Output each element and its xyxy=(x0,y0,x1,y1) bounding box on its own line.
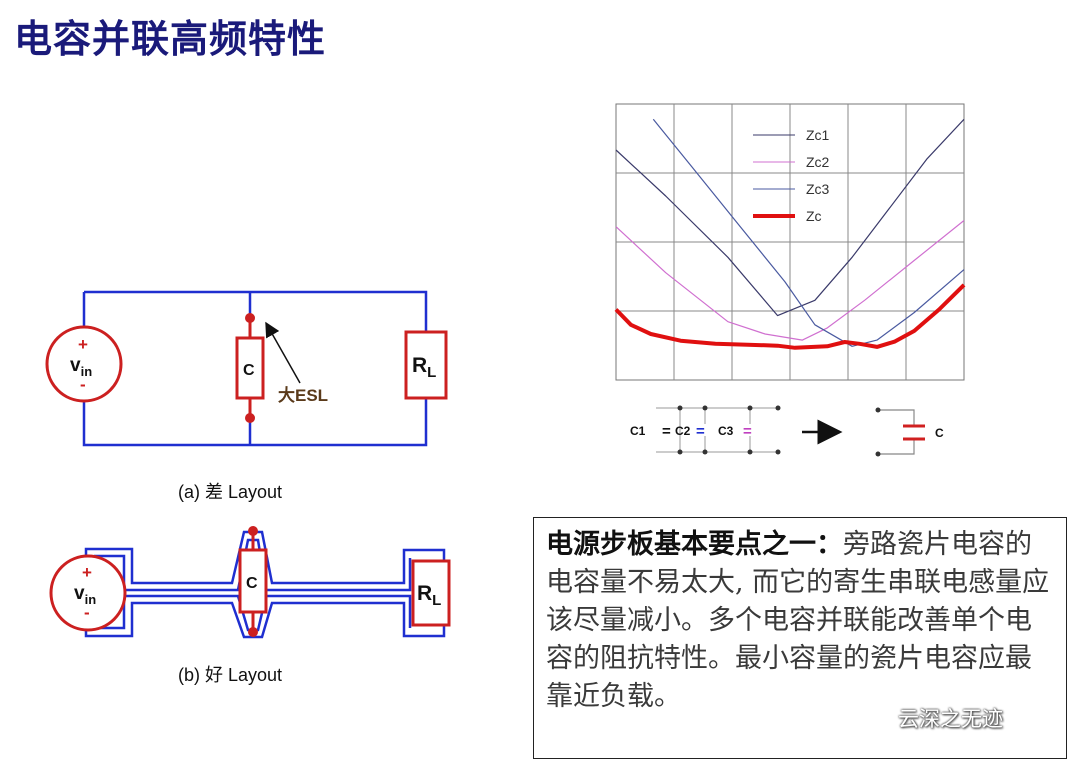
c1-symbol: = xyxy=(662,423,671,440)
equivalence-rails xyxy=(656,407,778,453)
result-label: C xyxy=(935,426,944,440)
circuit-a: + vin - C 大ESL RL xyxy=(45,290,448,447)
note-lead: 电源步板基本要点之一： xyxy=(546,529,843,560)
c2-symbol: = xyxy=(696,423,705,440)
legend-label-zc1: Zc1 xyxy=(806,127,830,143)
series-line-zc xyxy=(614,283,966,350)
esl-annotation: 大ESL xyxy=(278,385,328,405)
circuit-b: + vin - C RL xyxy=(49,526,451,639)
source-b-plus: + xyxy=(82,563,92,582)
result-rails xyxy=(878,409,915,455)
page-title: 电容并联高频特性 xyxy=(14,17,327,61)
source-b-label: vin xyxy=(74,583,96,607)
load-a-label: RL xyxy=(412,354,436,381)
voltage-source-a: + vin - xyxy=(45,325,123,403)
watermark-text: 云深之无迹 xyxy=(898,707,1003,731)
capacitor-equivalence: C1 = C2 = C3 = C xyxy=(630,405,944,457)
esl-arrow xyxy=(265,321,301,384)
watermark: 云深之无迹 xyxy=(862,703,1003,735)
capacitor-a: C xyxy=(235,313,265,423)
capacitor-b-label: C xyxy=(246,575,258,592)
caption-bad-layout: (a) 差 Layout xyxy=(178,482,283,502)
impedance-chart: Zc1 Zc2 Zc3 Zc xyxy=(614,103,966,381)
chart-grid xyxy=(616,104,964,380)
legend-label-zc2: Zc2 xyxy=(806,154,830,170)
source-a-label: vin xyxy=(70,355,92,379)
c1-label: C1 xyxy=(630,424,646,438)
circuit-b-wires-inner xyxy=(94,538,412,632)
note-box: 电源步板基本要点之一：旁路瓷片电容的电容量不易太大, 而它的寄生串联电感量应该尽… xyxy=(533,517,1067,759)
c3-symbol: = xyxy=(743,423,752,440)
chart-legend: Zc1 Zc2 Zc3 Zc xyxy=(753,127,830,224)
caption-good-layout: (b) 好 Layout xyxy=(178,665,283,685)
load-resistor-a: RL xyxy=(404,330,448,400)
voltage-source-b: + vin - xyxy=(49,554,127,632)
capacitor-b: C xyxy=(238,526,268,637)
legend-label-zc3: Zc3 xyxy=(806,181,830,197)
series-line-zc1 xyxy=(615,118,965,317)
source-a-plus: + xyxy=(78,335,88,354)
series-line-zc3 xyxy=(652,118,965,347)
load-b-label: RL xyxy=(417,582,441,609)
series-line-zc2 xyxy=(615,220,965,341)
circuit-a-wires xyxy=(82,290,428,447)
c3-label: C3 xyxy=(718,424,734,438)
capacitor-a-label: C xyxy=(243,362,255,379)
source-b-minus: - xyxy=(84,603,90,622)
load-resistor-b: RL xyxy=(411,559,451,627)
chart-series xyxy=(614,118,966,350)
wechat-icon xyxy=(862,708,892,735)
c2-label: C2 xyxy=(675,424,691,438)
circuit-b-wires-outer xyxy=(84,530,446,639)
source-a-minus: - xyxy=(80,375,86,394)
legend-label-zc: Zc xyxy=(806,208,822,224)
note-body: 旁路瓷片电容的电容量不易太大, 而它的寄生串联电感量应该尽量减小。多个电容并联能… xyxy=(546,529,1050,712)
